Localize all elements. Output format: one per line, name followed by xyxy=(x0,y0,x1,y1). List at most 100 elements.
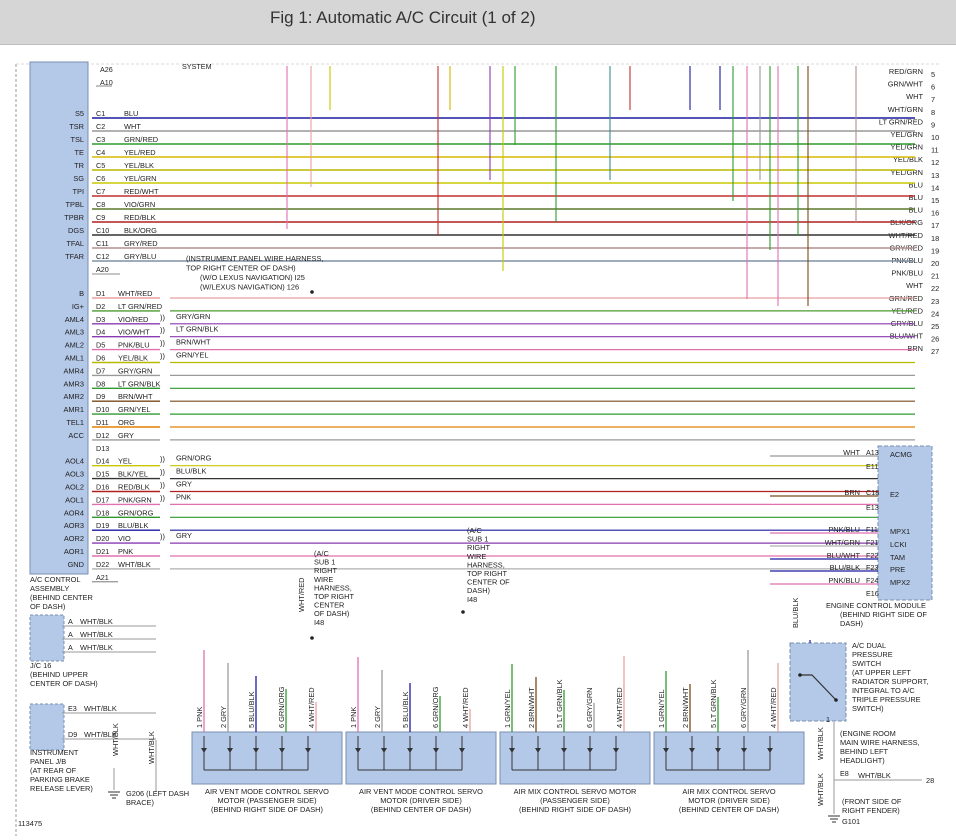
motor-pin-label: 5 BLU/BLK xyxy=(247,691,256,728)
wire-label: VIO/RED xyxy=(118,315,148,324)
pin-label: C6 xyxy=(96,174,105,183)
motor-pin-label: 6 GRN/ORG xyxy=(277,686,286,728)
connector-mark: )) xyxy=(160,326,165,335)
ecu-terminal: TPBL xyxy=(66,200,84,209)
pin-label: D11 xyxy=(96,418,109,427)
pin-label: C1 xyxy=(96,109,105,118)
pin-label: C2 xyxy=(96,122,105,131)
pin-label: D9 xyxy=(96,392,105,401)
right-wire-number: 21 xyxy=(931,272,939,281)
jc16-box xyxy=(29,614,65,662)
sub1-a-wire: WHT/RED xyxy=(297,578,306,613)
pin-label: D16 xyxy=(96,483,109,492)
motor-pin-label: 4 WHT/RED xyxy=(307,687,316,728)
wire-label: YEL/BLK xyxy=(124,161,154,170)
diode-icon xyxy=(201,748,207,753)
right-wire-number: 7 xyxy=(931,95,935,104)
sub1-a-caption: OF DASH) xyxy=(314,609,349,618)
servo-motor-box xyxy=(191,731,343,785)
wire-label: LT GRN/RED xyxy=(118,302,162,311)
g101-name: G101 xyxy=(842,817,860,826)
connector-mark: )) xyxy=(160,339,165,348)
g206-caption: BRACE) xyxy=(126,798,154,807)
ecu-terminal: TFAL xyxy=(66,239,84,248)
motor-pin-label: 1 PNK xyxy=(195,707,204,728)
right-wire-label: BLU xyxy=(909,180,923,189)
switch-pin: 1 xyxy=(826,715,830,724)
ecm-terminal: MPX2 xyxy=(890,578,910,587)
wire-label: PNK xyxy=(118,547,133,556)
wire-label: WHT/BLK xyxy=(858,771,891,780)
diode-icon xyxy=(253,748,259,753)
diode-icon xyxy=(741,748,747,753)
switch-caption: SWITCH) xyxy=(852,704,884,713)
pin-label: C5 xyxy=(96,161,105,170)
diode-icon xyxy=(433,748,439,753)
wire-label: GRY/BLU xyxy=(124,252,156,261)
pin-label: D3 xyxy=(96,315,105,324)
ecu-terminal: AMR4 xyxy=(63,366,84,375)
right-wire-number: 25 xyxy=(931,322,939,331)
wire-label: VIO/GRN xyxy=(124,200,155,209)
right-wire-number: 17 xyxy=(931,221,939,230)
ecm-terminal: LCKI xyxy=(890,540,906,549)
switch-caption: INTEGRAL TO A/C xyxy=(852,686,915,695)
pin-label: A21 xyxy=(96,573,109,582)
engine-room-caption: MAIN WIRE HARNESS, xyxy=(840,738,920,747)
wire-label: GRY/RED xyxy=(124,239,158,248)
right-wire-number: 22 xyxy=(931,284,939,293)
motor-pin-label: 1 GRN/YEL xyxy=(503,689,512,728)
ipjb-caption: (AT REAR OF xyxy=(30,766,77,775)
ecu-terminal: AOR3 xyxy=(64,521,84,530)
sub1-a-caption: (A/C xyxy=(314,549,329,558)
ecu-terminal: TFAR xyxy=(65,252,84,261)
motor-pin-label: 1 GRN/YEL xyxy=(657,689,666,728)
harness-note: (W/O LEXUS NAVIGATION) I25 xyxy=(200,273,305,282)
wire-label: BLK/ORG xyxy=(124,226,157,235)
motor-pin-label: 5 LT GRN/BLK xyxy=(555,679,564,728)
pin-label: E16 xyxy=(866,589,879,598)
wire-label: VIO/WHT xyxy=(118,328,150,337)
pin-label: F21 xyxy=(866,538,878,547)
ipjb-caption: RELEASE LEVER) xyxy=(30,784,93,793)
motor-pin-label: 1 PNK xyxy=(349,707,358,728)
wire-label: WHT/BLK xyxy=(80,630,113,639)
g206-wire: WHT/BLK xyxy=(111,723,120,756)
wire-label: GRN/ORG xyxy=(118,508,154,517)
ecm-wire: PNK/BLU xyxy=(828,576,860,585)
sub1-b-caption: TOP RIGHT xyxy=(467,569,507,578)
g101-wire: WHT/BLK xyxy=(816,773,825,806)
ecu-terminal: SG xyxy=(73,174,84,183)
page-title: Fig 1: Automatic A/C Circuit (1 of 2) xyxy=(270,8,536,27)
ipjb-caption: PANEL J/B xyxy=(30,757,66,766)
ecm-wire: BLU/WHT xyxy=(827,551,861,560)
ecu-terminal: AMR2 xyxy=(63,392,84,401)
pin-label: D19 xyxy=(96,521,109,530)
pin-label: E8 xyxy=(840,769,849,778)
ecu-terminal: AOR4 xyxy=(64,508,84,517)
diode-icon xyxy=(587,748,593,753)
ecm-terminal: MPX1 xyxy=(890,527,910,536)
motor-caption: AIR MIX CONTROL SERVO xyxy=(682,787,775,796)
motor-caption: (BEHIND RIGHT SIDE OF DASH) xyxy=(211,805,323,814)
g101-caption: (FRONT SIDE OF xyxy=(842,797,902,806)
motor-pin-label: 6 GRN/ORG xyxy=(431,686,440,728)
pin-label: F23 xyxy=(866,563,878,572)
ecu-terminal: ACC xyxy=(68,431,84,440)
wire-label: WHT/BLK xyxy=(84,704,117,713)
pin-label: C18 xyxy=(866,488,879,497)
ipjb-caption: INSTRUMENT xyxy=(30,748,79,757)
wire-label: ORG xyxy=(118,418,135,427)
ecu-terminal: AOL4 xyxy=(65,457,84,466)
sub1-a-caption: WIRE xyxy=(314,575,333,584)
harness-note: (W/LEXUS NAVIGATION) 126 xyxy=(200,283,299,292)
right-wire-label: BRN xyxy=(907,344,923,353)
connector-mark: )) xyxy=(160,481,165,490)
ecu-terminal: TPBR xyxy=(64,213,84,222)
wire-label: YEL/BLK xyxy=(118,354,148,363)
wire-label: GRY xyxy=(176,480,192,489)
pin-label: D18 xyxy=(96,508,109,517)
diode-icon xyxy=(355,748,361,753)
sub1-b-caption: CENTER OF xyxy=(467,578,510,587)
wire-label: GRN/YEL xyxy=(176,351,208,360)
